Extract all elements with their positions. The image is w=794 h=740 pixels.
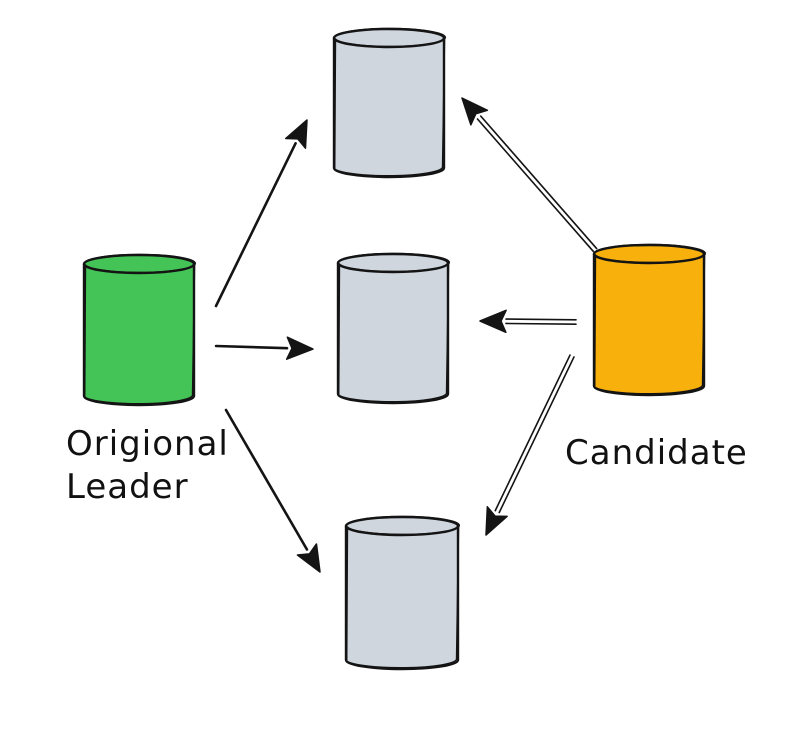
candidate-cylinder-rim-1 [593,243,707,264]
arrow-leader-to-follower-bottom-shaft [224,408,309,551]
arrow-leader-to-follower-bottom-head [296,543,321,573]
leader-cylinder-top-fill [84,255,194,273]
arrow-candidate-to-follower-middle-shaft-1 [505,318,577,321]
leader-cylinder-rim-1 [83,253,197,274]
follower-middle-cylinder-rim-1 [337,252,451,273]
arrow-leader-to-follower-top [214,119,308,308]
candidate-cylinder-body [594,254,704,395]
arrow-candidate-to-follower-top-head [461,97,489,126]
follower-top-cylinder-rim-1 [333,27,447,48]
follower-bottom-cylinder-rim-1 [345,515,461,536]
arrow-leader-to-follower-middle-head [285,336,314,360]
arrow-candidate-to-follower-middle-head [479,309,507,334]
follower-middle-cylinder-body [338,263,448,403]
follower-bottom-cylinder-top-fill [346,517,458,535]
follower-top-cylinder-top-fill [334,29,444,47]
arrow-leader-to-follower-top-head [284,119,308,149]
arrow-candidate-to-follower-bottom-head [485,506,508,536]
leader-label-line2: Leader [66,466,189,507]
follower-bottom-cylinder [344,515,461,671]
follower-middle-cylinder-top-fill [338,254,448,272]
arrow-candidate-to-follower-top-shaft-0 [476,118,595,253]
arrow-candidate-to-follower-top-shaft-1 [479,115,598,250]
candidate-label-text: Candidate [565,433,748,473]
original-leader-label: Origional Leader [66,423,229,508]
arrow-leader-to-follower-top-shaft [214,142,297,308]
arrow-leader-to-follower-bottom [224,408,321,573]
follower-middle-cylinder [336,252,451,405]
follower-top-cylinder [332,27,447,179]
arrow-leader-to-follower-middle [214,336,314,360]
follower-middle-cylinder-outline-1 [338,261,450,403]
candidate-cylinder-outline-1 [594,252,706,395]
candidate-cylinder [592,243,707,397]
follower-top-cylinder-body [334,38,444,177]
leader-cylinder-outline-1 [84,262,196,405]
arrow-candidate-to-follower-middle [479,309,577,334]
leader-cylinder-body [84,264,194,405]
arrow-candidate-to-follower-bottom-shaft-0 [498,356,575,514]
arrow-candidate-to-follower-bottom [485,354,575,536]
nodes [82,27,707,671]
follower-top-cylinder-outline-1 [334,36,446,177]
follower-bottom-cylinder-outline-1 [346,524,460,669]
candidate-label: Candidate [565,432,748,475]
arrow-candidate-to-follower-middle-shaft-0 [505,322,577,325]
arrow-candidate-to-follower-bottom-shaft-1 [494,354,571,512]
candidate-cylinder-top-fill [594,245,704,263]
arrow-leader-to-follower-middle-shaft [214,344,289,350]
edges [214,97,598,573]
leader-label-line1: Origional [66,424,229,464]
follower-bottom-cylinder-body [346,526,458,669]
leader-cylinder [82,253,197,407]
arrow-candidate-to-follower-top [461,97,598,253]
